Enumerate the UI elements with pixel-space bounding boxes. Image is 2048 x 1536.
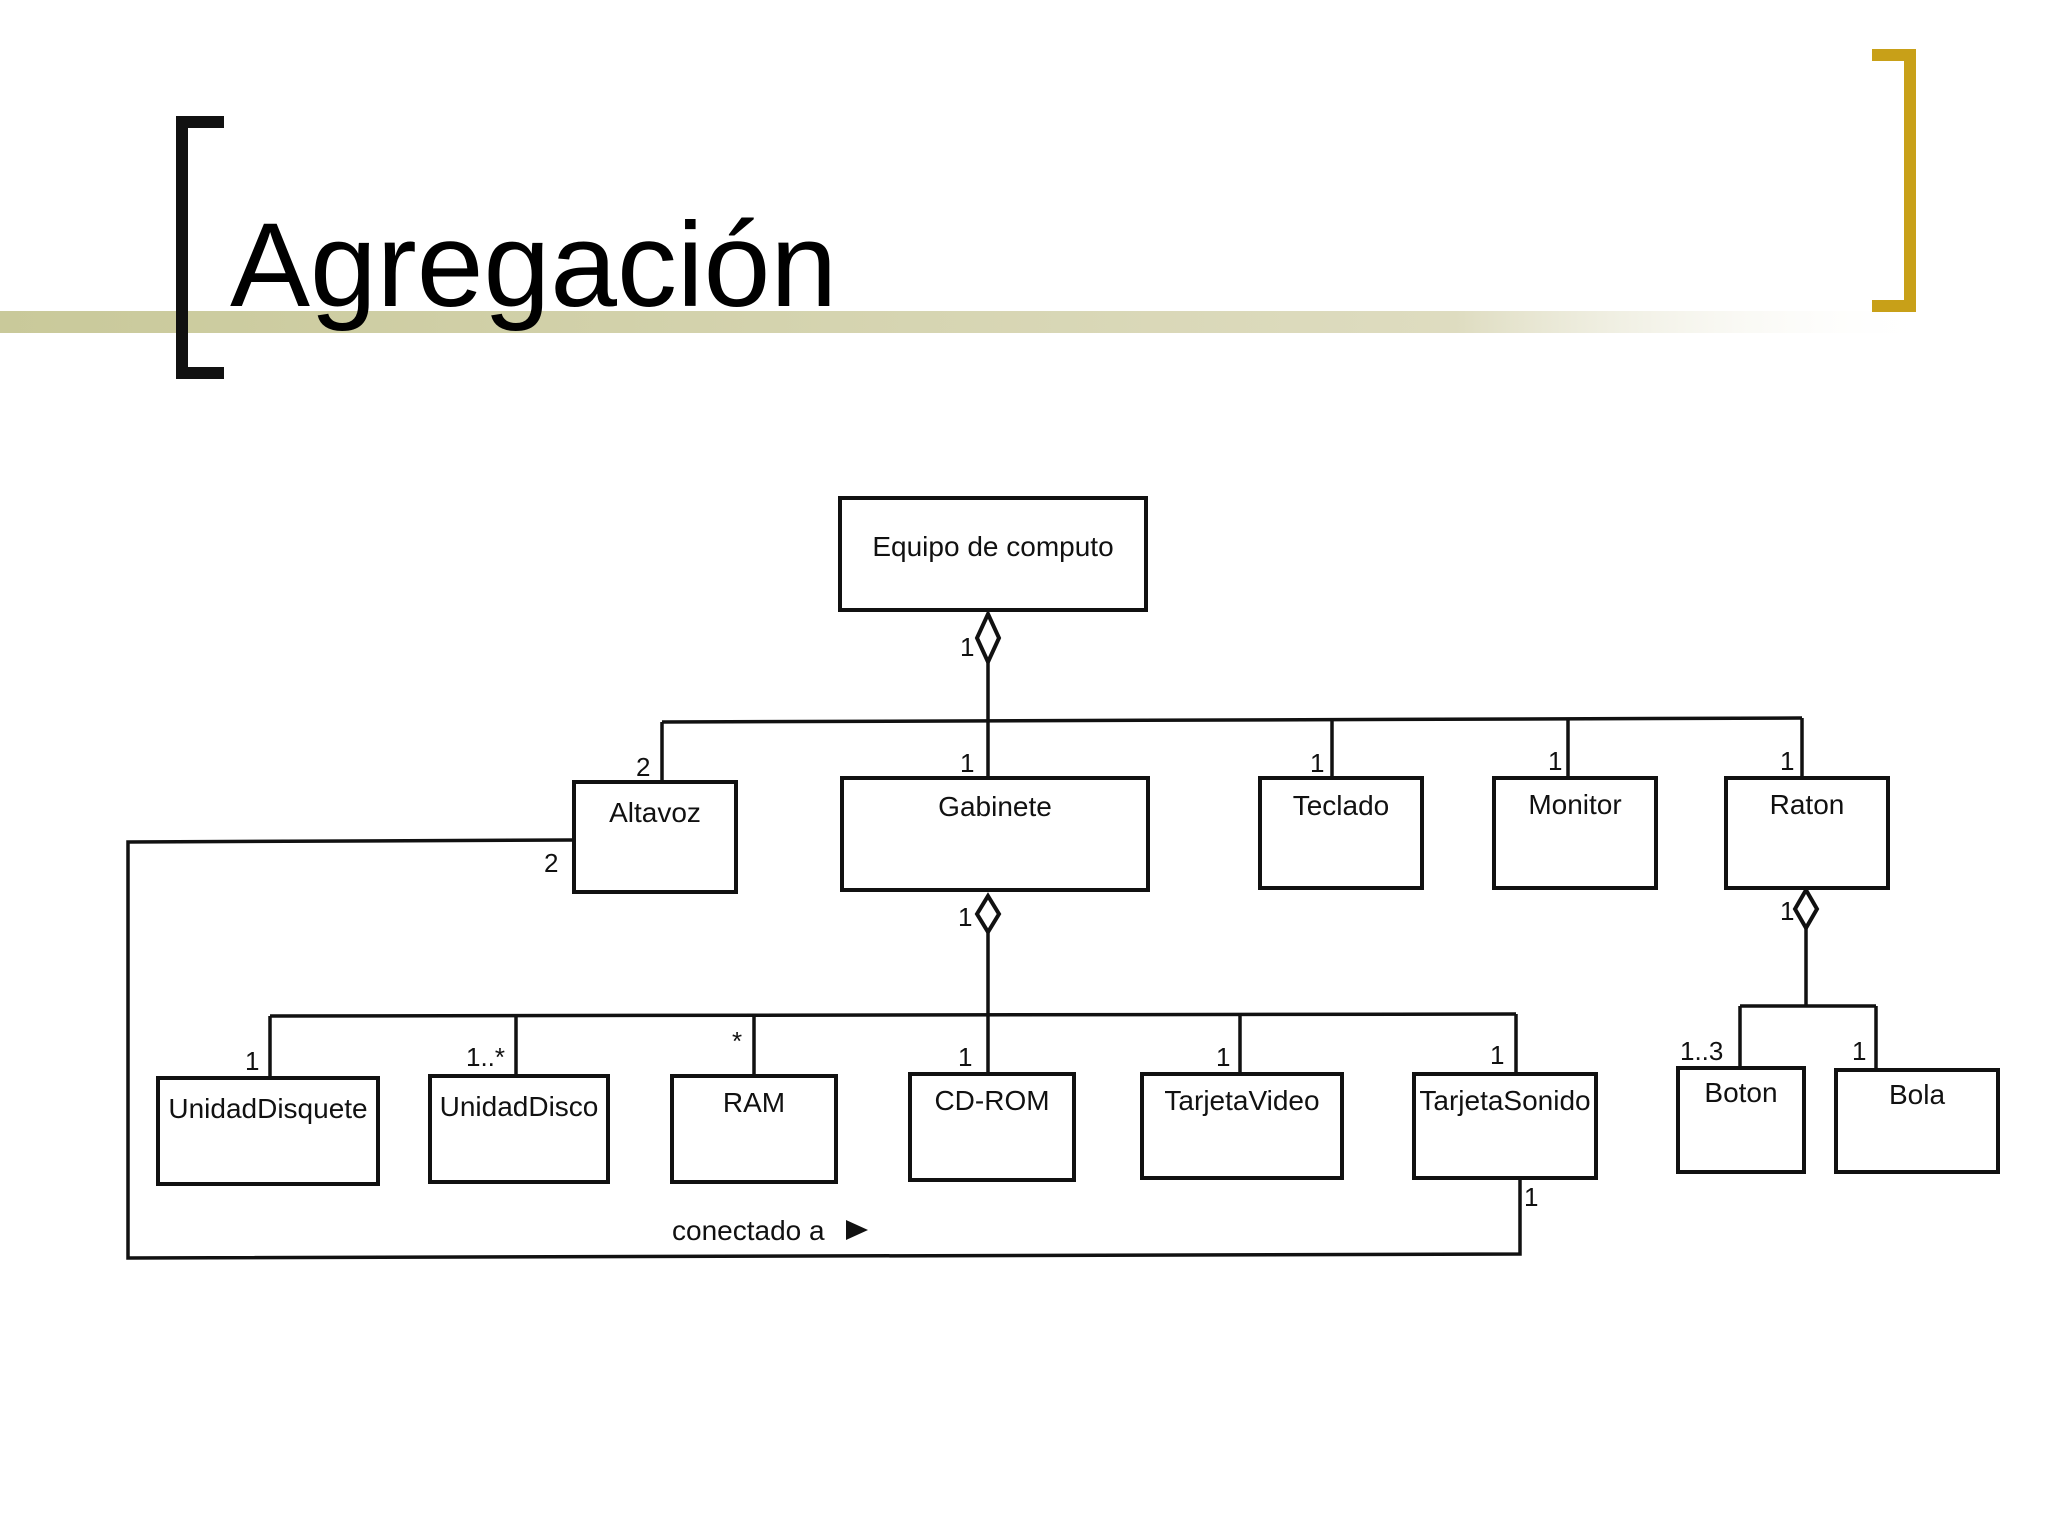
class-equipo-de-computo: Equipo de computo [838,496,1148,612]
class-ram: RAM [670,1074,838,1184]
multiplicity-labels: 1 2 1 1 1 1 1 1 1..* * 1 1 1 1 1..3 1 2 … [245,632,1866,1212]
title-underline-bar [0,311,1940,333]
class-gabinete: Gabinete [840,776,1150,892]
class-label: Teclado [1293,790,1390,821]
multiplicity: 1 [245,1046,259,1076]
right-bracket-icon [1872,49,1916,312]
class-label: Equipo de computo [872,531,1113,562]
class-label: Bola [1889,1079,1945,1110]
class-label: RAM [723,1087,785,1118]
multiplicity: 1 [960,748,974,778]
multiplicity: 1 [1310,748,1324,778]
class-label: UnidadDisco [440,1091,599,1122]
direction-arrow-icon [846,1220,868,1240]
class-tarjeta-sonido: TarjetaSonido [1412,1072,1598,1180]
class-unidad-disco: UnidadDisco [428,1074,610,1184]
left-bracket-icon [176,116,224,379]
connector-lines [126,662,1878,1260]
multiplicity: 2 [636,752,650,782]
class-tarjeta-video: TarjetaVideo [1140,1072,1344,1180]
class-boton: Boton [1676,1066,1806,1174]
multiplicity: 1 [958,1042,972,1072]
class-monitor: Monitor [1492,776,1658,890]
multiplicity: 2 [544,848,558,878]
multiplicity: 1 [960,632,974,662]
class-cd-rom: CD-ROM [908,1072,1076,1182]
association-label: conectado a [672,1215,825,1246]
aggregation-diamond-icon [974,892,1002,936]
class-label: Gabinete [938,791,1052,822]
multiplicity: 1 [1524,1182,1538,1212]
class-bola: Bola [1834,1068,2000,1174]
class-altavoz: Altavoz [572,780,738,894]
class-unidad-disquete: UnidadDisquete [156,1076,380,1186]
class-label: Raton [1770,789,1845,820]
multiplicity: 1 [1216,1042,1230,1072]
multiplicity: 1 [1780,896,1794,926]
class-label: Altavoz [609,797,701,828]
multiplicity: 1 [958,902,972,932]
multiplicity: * [732,1026,742,1056]
multiplicity: 1 [1490,1040,1504,1070]
multiplicity: 1..* [466,1042,505,1072]
class-raton: Raton [1724,776,1890,890]
class-teclado: Teclado [1258,776,1424,890]
class-label: TarjetaSonido [1419,1085,1590,1116]
aggregation-diamond-icon [1792,886,1820,932]
class-label: CD-ROM [934,1085,1049,1116]
class-label: Boton [1704,1077,1777,1108]
slide-title: Agregación [230,198,838,332]
class-label: UnidadDisquete [168,1093,367,1124]
association-label-group: conectado a [672,1215,868,1246]
multiplicity: 1 [1852,1036,1866,1066]
class-label: Monitor [1528,789,1621,820]
aggregation-diamond-icon [974,609,1002,667]
multiplicity: 1..3 [1680,1036,1723,1066]
multiplicity: 1 [1548,746,1562,776]
multiplicity: 1 [1780,746,1794,776]
class-label: TarjetaVideo [1164,1085,1319,1116]
